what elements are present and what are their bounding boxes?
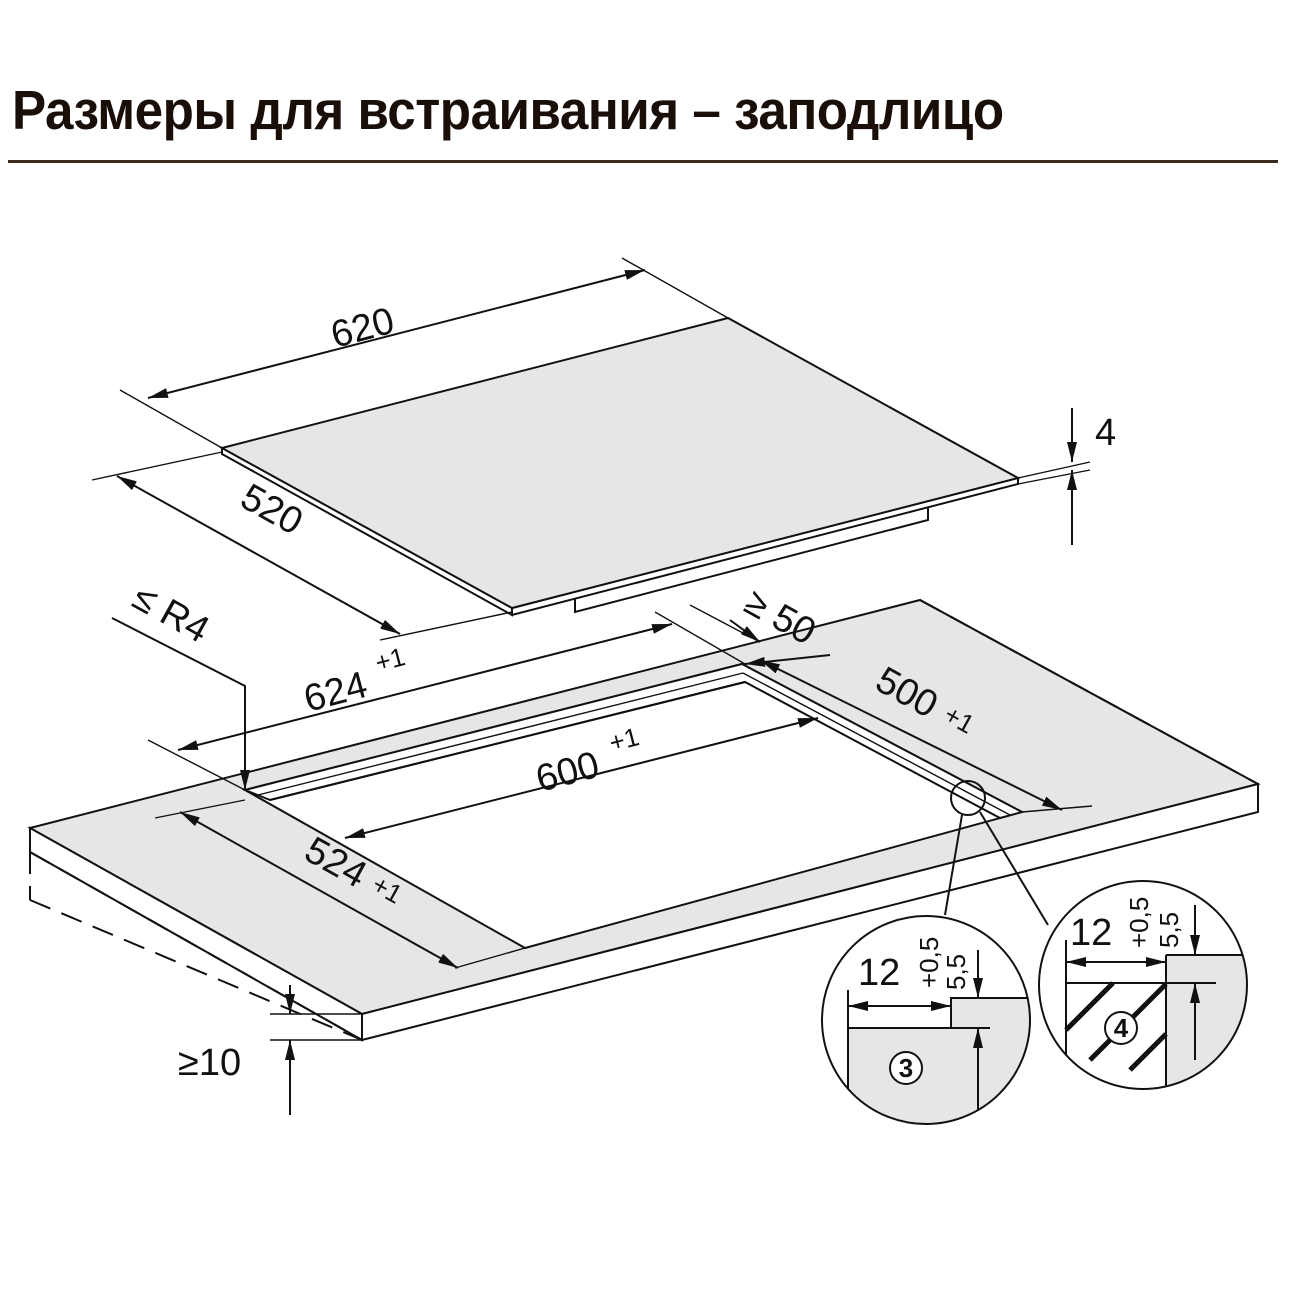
detail-4-depth-tol: +0,5	[1124, 897, 1154, 948]
detail-3: 3 12 +0,5 5,5	[821, 915, 1031, 1125]
dim-corner-radius: ≤ R4	[126, 576, 216, 652]
detail-3-depth-tol: +0,5	[914, 937, 944, 988]
dimension-lines	[91, 257, 1093, 1115]
dim-worktop-thickness: ≥10	[178, 1042, 241, 1084]
detail-3-depth: 5,5	[941, 954, 971, 990]
dim-rebate-width: 624	[300, 664, 372, 721]
detail-3-marker: 3	[899, 1053, 913, 1083]
detail-4-marker: 4	[1114, 1013, 1129, 1043]
dim-cutout-width-tol: +1	[606, 721, 642, 758]
page-title: Размеры для встраивания – заподлицо	[12, 79, 1004, 141]
detail-4-depth: 5,5	[1154, 912, 1184, 948]
detail-4-rebate: 12	[1070, 912, 1112, 954]
title-divider	[8, 160, 1278, 163]
hob	[219, 316, 1021, 617]
dim-glass-thickness: 4	[1095, 412, 1116, 454]
detail-3-rebate: 12	[858, 952, 900, 994]
detail-4: 4 12 +0,5 5,5	[1038, 880, 1248, 1090]
dim-rebate-width-tol: +1	[372, 641, 408, 678]
dim-hob-width: 620	[327, 300, 399, 357]
